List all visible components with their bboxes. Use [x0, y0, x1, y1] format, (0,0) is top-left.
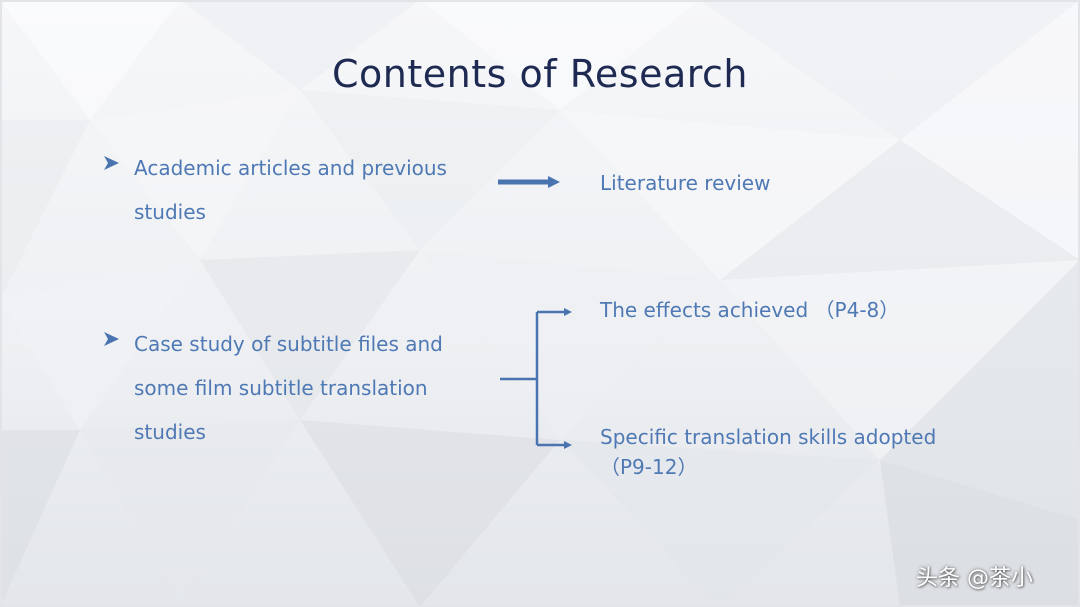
outcome-translation-skills: Specific translation skills adopted	[600, 425, 937, 449]
bracket-connector	[500, 310, 564, 447]
watermark: 头条 @茶小	[916, 566, 1033, 591]
outcome-translation-skills-pages: （P9-12）	[600, 455, 698, 479]
arrow-head	[564, 308, 572, 316]
chevron-right-icon	[104, 156, 119, 170]
bullet-text: Case study of subtitle files and some fi…	[134, 332, 443, 444]
slide-title: Contents of Research	[331, 52, 748, 96]
bullet-text: Academic articles and previous studies	[134, 156, 447, 224]
arrow-head	[564, 441, 572, 449]
outcome-literature-review: Literature review	[600, 171, 771, 195]
outcome-effects-achieved: The effects achieved （P4-8）	[600, 298, 900, 322]
arrow-right-icon	[498, 176, 560, 188]
chevron-right-icon	[104, 332, 119, 346]
